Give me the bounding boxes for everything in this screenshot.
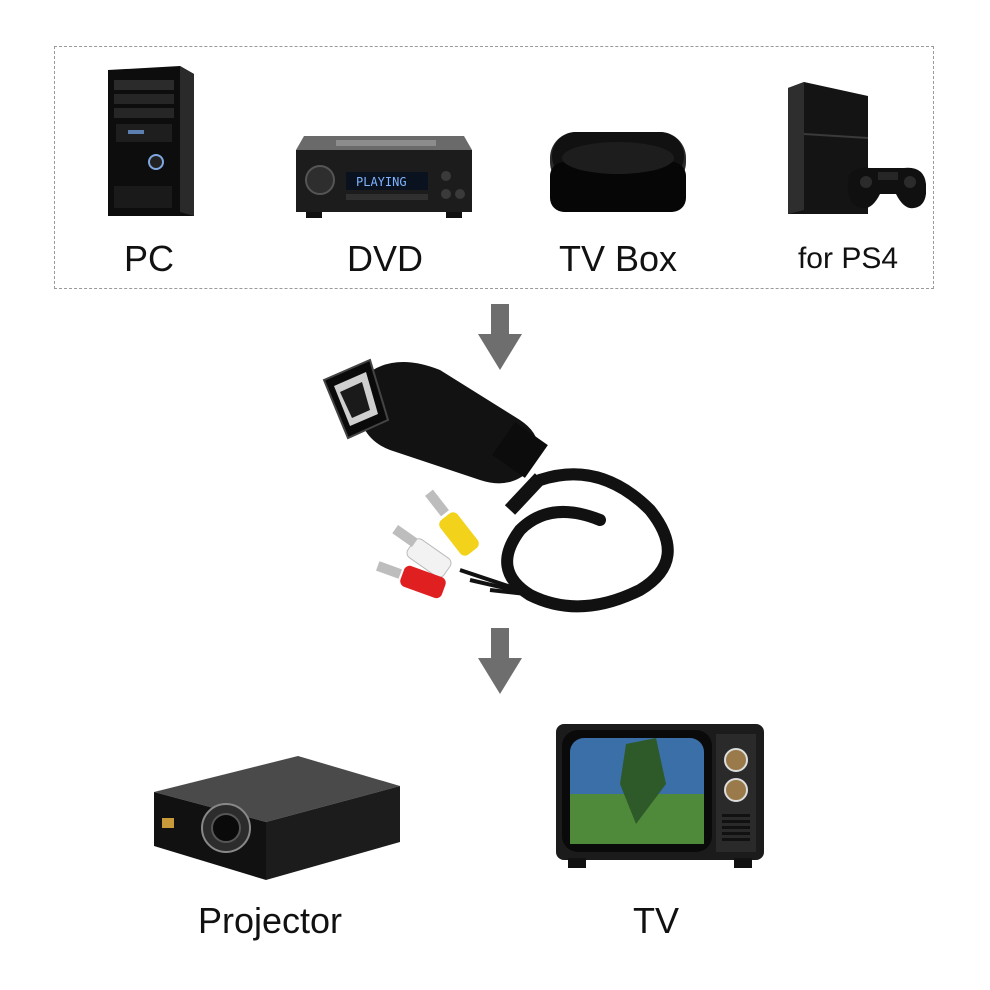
projector-icon <box>148 752 404 888</box>
tv-box-icon <box>548 128 688 218</box>
hdmi-to-av-adapter-icon <box>300 350 720 620</box>
ps4-label: for PS4 <box>797 242 899 275</box>
tv-box-label: TV Box <box>558 238 678 279</box>
tv-label: TV <box>632 900 679 941</box>
arrow-down-icon <box>478 304 522 372</box>
pc-label: PC <box>123 238 174 279</box>
arrow-down-icon <box>478 628 522 696</box>
crt-tv-icon <box>556 724 768 870</box>
game-console-icon <box>786 80 926 220</box>
source-devices-panel <box>54 46 934 289</box>
projector-label: Projector <box>197 900 343 941</box>
dvd-label: DVD <box>346 238 423 279</box>
dvd-player-icon: PLAYING <box>296 134 472 220</box>
dvd-display-text: PLAYING <box>356 175 407 189</box>
pc-tower-icon <box>100 66 198 218</box>
